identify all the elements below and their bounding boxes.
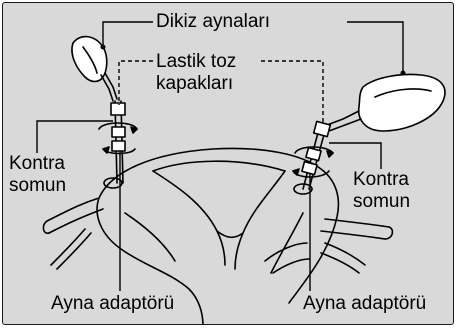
label-mirrors: Dikiz aynaları xyxy=(154,11,272,32)
label-lock-nut-right-line1: Kontra xyxy=(353,169,409,190)
label-adapter-right: Ayna adaptörü xyxy=(301,293,428,314)
label-lock-nut-left-line2: somun xyxy=(9,175,66,196)
right-mirror-head xyxy=(359,75,445,132)
leader-dots xyxy=(101,45,406,76)
label-adapter-left: Ayna adaptörü xyxy=(49,293,176,314)
label-lock-nut-left-line1: Kontra xyxy=(9,153,65,174)
label-rubber-covers-line2: kapakları xyxy=(154,73,235,94)
diagram-frame: Dikiz aynaları Lastik toz kapakları Kont… xyxy=(2,2,454,325)
left-mirror-assembly xyxy=(72,37,137,183)
label-rubber-covers-line1: Lastik toz xyxy=(154,51,238,72)
label-lock-nut-right-line2: somun xyxy=(353,191,410,212)
